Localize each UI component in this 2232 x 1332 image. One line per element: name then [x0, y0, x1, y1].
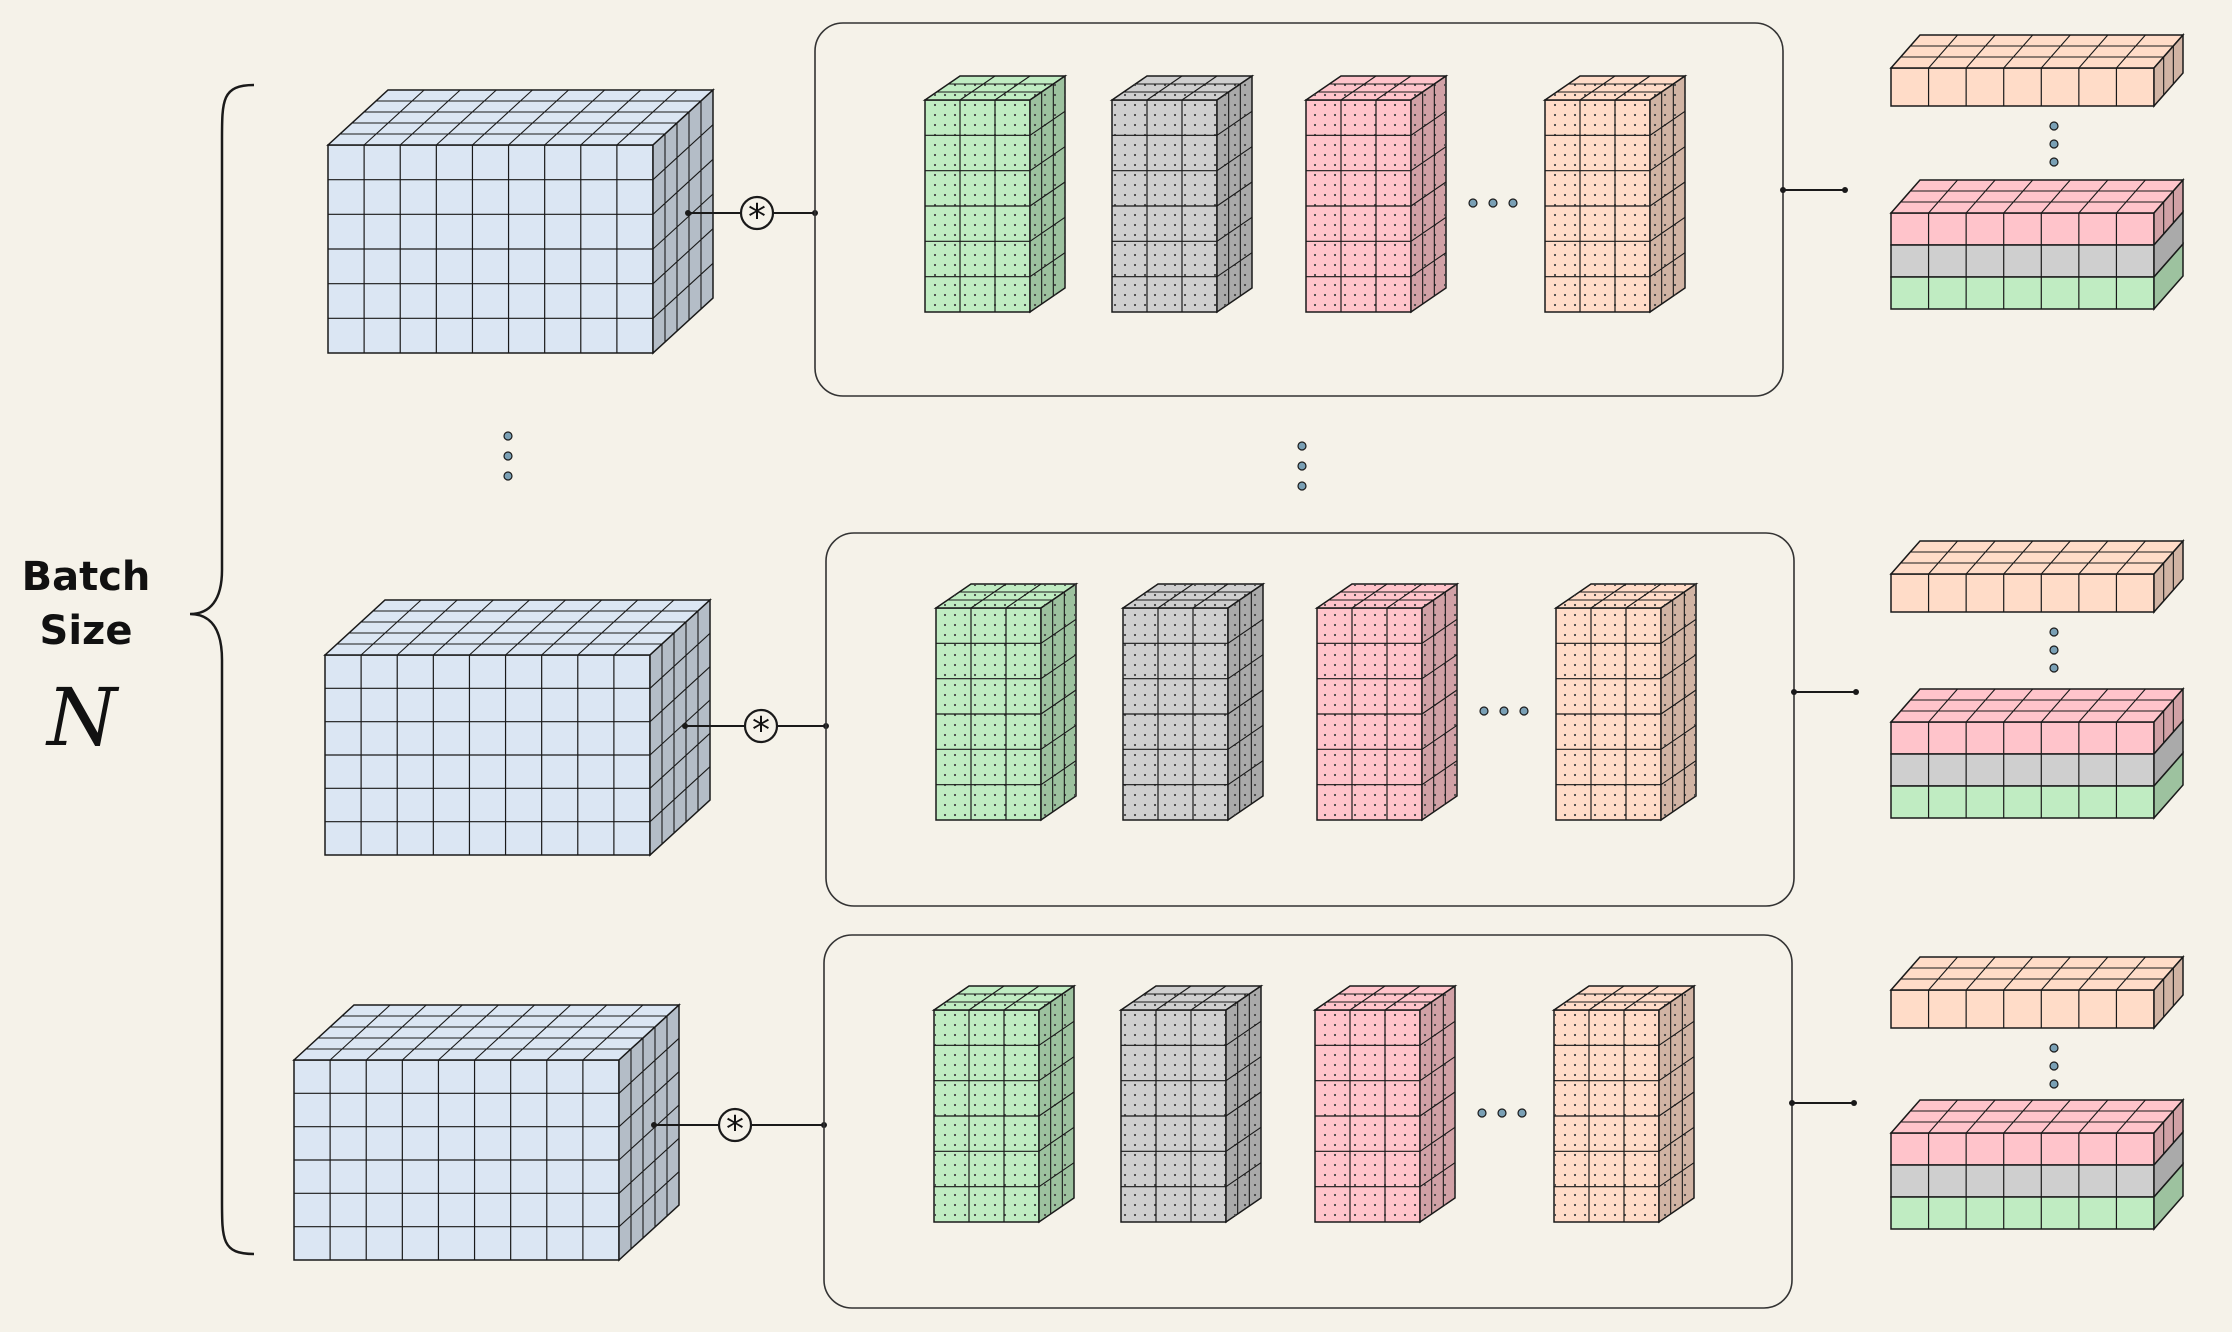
convolution-symbol: * — [726, 1109, 744, 1150]
kernel-filter — [1109, 74, 1255, 314]
top-face — [1889, 34, 2185, 69]
top-face — [323, 599, 712, 656]
channel-ellipsis — [2049, 121, 2059, 167]
top-face — [1889, 1099, 2185, 1134]
top-face — [1889, 688, 2185, 723]
batch-label-line2: Size — [40, 608, 133, 654]
kernel-filter — [922, 74, 1068, 314]
kernel-ellipsis — [1468, 198, 1518, 208]
kernel-ellipsis — [1479, 706, 1529, 716]
channel-ellipsis — [2049, 1043, 2059, 1089]
batch-sample-row: * — [326, 22, 2185, 397]
kernel-filter — [1542, 74, 1688, 314]
batch-rows: * * * — [292, 22, 2185, 1309]
kernel-filter — [1312, 984, 1458, 1224]
kernel-filter — [931, 984, 1077, 1224]
kernel-bank — [814, 22, 1784, 397]
batch-label-line1: Batch — [22, 554, 151, 600]
kernel-filter — [1553, 582, 1699, 822]
batch-sample-row: * — [323, 532, 2185, 907]
batch-size-label: Batch Size N — [22, 554, 151, 764]
batch-ellipsis — [503, 431, 1307, 491]
front-face — [1890, 1132, 2155, 1166]
kernel-row-ellipsis — [1297, 441, 1307, 491]
front-face — [1890, 989, 2155, 1029]
top-face — [1889, 179, 2185, 214]
output-feature-maps — [1889, 539, 2185, 820]
input-ellipsis — [503, 431, 513, 481]
top-face — [1889, 956, 2185, 991]
kernel-filter — [1118, 984, 1264, 1224]
front-face — [1890, 721, 2155, 755]
output-feature-maps — [1889, 955, 2185, 1231]
top-face — [326, 89, 715, 146]
convolution-operator: * — [682, 708, 829, 751]
output-feature-maps — [1889, 33, 2185, 311]
front-face — [1890, 573, 2155, 613]
top-face — [292, 1004, 681, 1061]
channel-ellipsis — [2049, 627, 2059, 673]
kernel-bank — [825, 532, 1795, 907]
kernel-bank — [823, 934, 1793, 1309]
convolution-operator: * — [651, 1107, 827, 1150]
kernel-filter — [1303, 74, 1449, 314]
kernel-filter — [1551, 984, 1697, 1224]
kernel-filter — [933, 582, 1079, 822]
top-face — [1889, 540, 2185, 575]
convolution-symbol: * — [748, 197, 766, 238]
batch-sample-row: * — [292, 934, 2185, 1309]
front-face — [1890, 212, 2155, 246]
input-feature-volume — [323, 598, 712, 857]
input-feature-volume — [292, 1003, 681, 1262]
input-feature-volume — [326, 88, 715, 355]
front-face — [1890, 67, 2155, 107]
kernel-filter — [1314, 582, 1460, 822]
batch-brace — [189, 83, 255, 1256]
kernel-filter — [1120, 582, 1266, 822]
kernel-ellipsis — [1477, 1108, 1527, 1118]
convolution-symbol: * — [752, 710, 770, 751]
batch-size-symbol: N — [45, 671, 120, 764]
